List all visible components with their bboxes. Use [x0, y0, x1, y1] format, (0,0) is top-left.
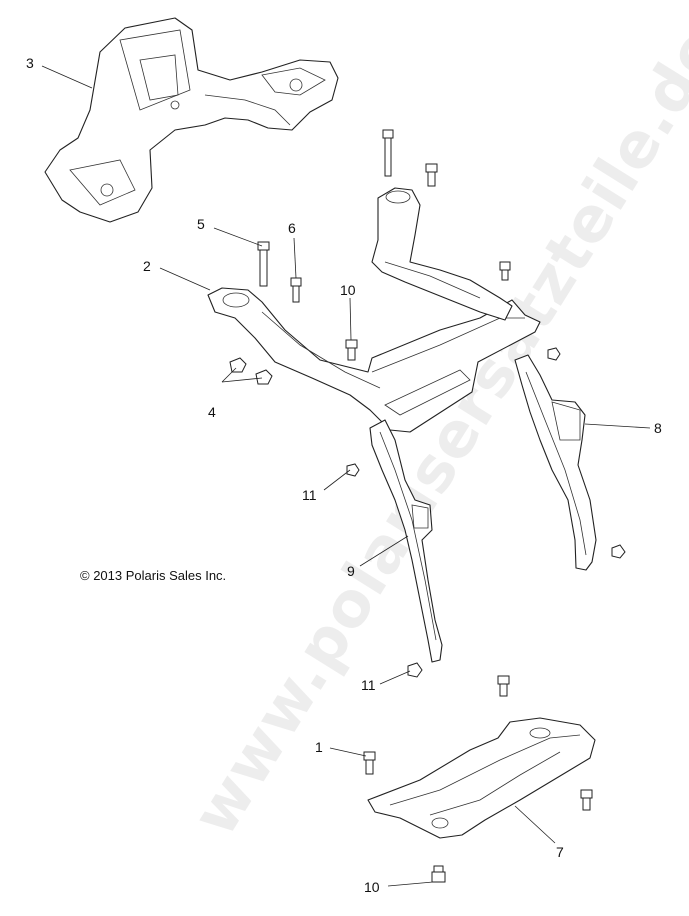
part-2-crossmember [207, 287, 541, 433]
bolt-lower-mid [497, 675, 510, 697]
callout-8: 8 [654, 420, 662, 436]
callout-1: 1 [315, 739, 323, 755]
nut-11-upper [346, 463, 360, 477]
bolt-5-long [257, 241, 270, 287]
copyright-notice: © 2013 Polaris Sales Inc. [80, 568, 227, 583]
callout-2: 2 [143, 258, 151, 274]
callout-6: 6 [288, 220, 296, 236]
callout-10-lower: 10 [364, 879, 380, 895]
nut-right-lower [611, 544, 626, 559]
callout-3: 3 [26, 55, 34, 71]
bolt-right-tower [499, 261, 511, 281]
bolt-1 [363, 751, 376, 775]
bolt-lower-right [580, 789, 593, 811]
callout-4: 4 [208, 404, 216, 420]
bolt-10-lower [431, 865, 446, 883]
part-8-right-leg [514, 354, 597, 571]
callout-9: 9 [347, 563, 355, 579]
bolt-10-upper [345, 339, 358, 361]
part-3-upper-frame [44, 17, 339, 223]
part-upper-right-tower [371, 187, 513, 321]
bolt-6 [290, 277, 302, 303]
nut-11-lower [407, 662, 423, 678]
callout-5: 5 [197, 216, 205, 232]
part-9-middle-leg [369, 419, 443, 663]
leader-lines [41, 65, 651, 887]
callout-11-upper: 11 [302, 487, 317, 503]
part-7-lower-crossmember [367, 717, 596, 839]
bolt-upper-short [425, 163, 438, 187]
nut-right-upper [547, 347, 561, 361]
bolt-upper-long [382, 129, 394, 177]
callout-7: 7 [556, 844, 564, 860]
callout-10-upper: 10 [340, 282, 356, 298]
nuts-4 [229, 357, 273, 385]
callout-11-lower: 11 [361, 677, 376, 693]
